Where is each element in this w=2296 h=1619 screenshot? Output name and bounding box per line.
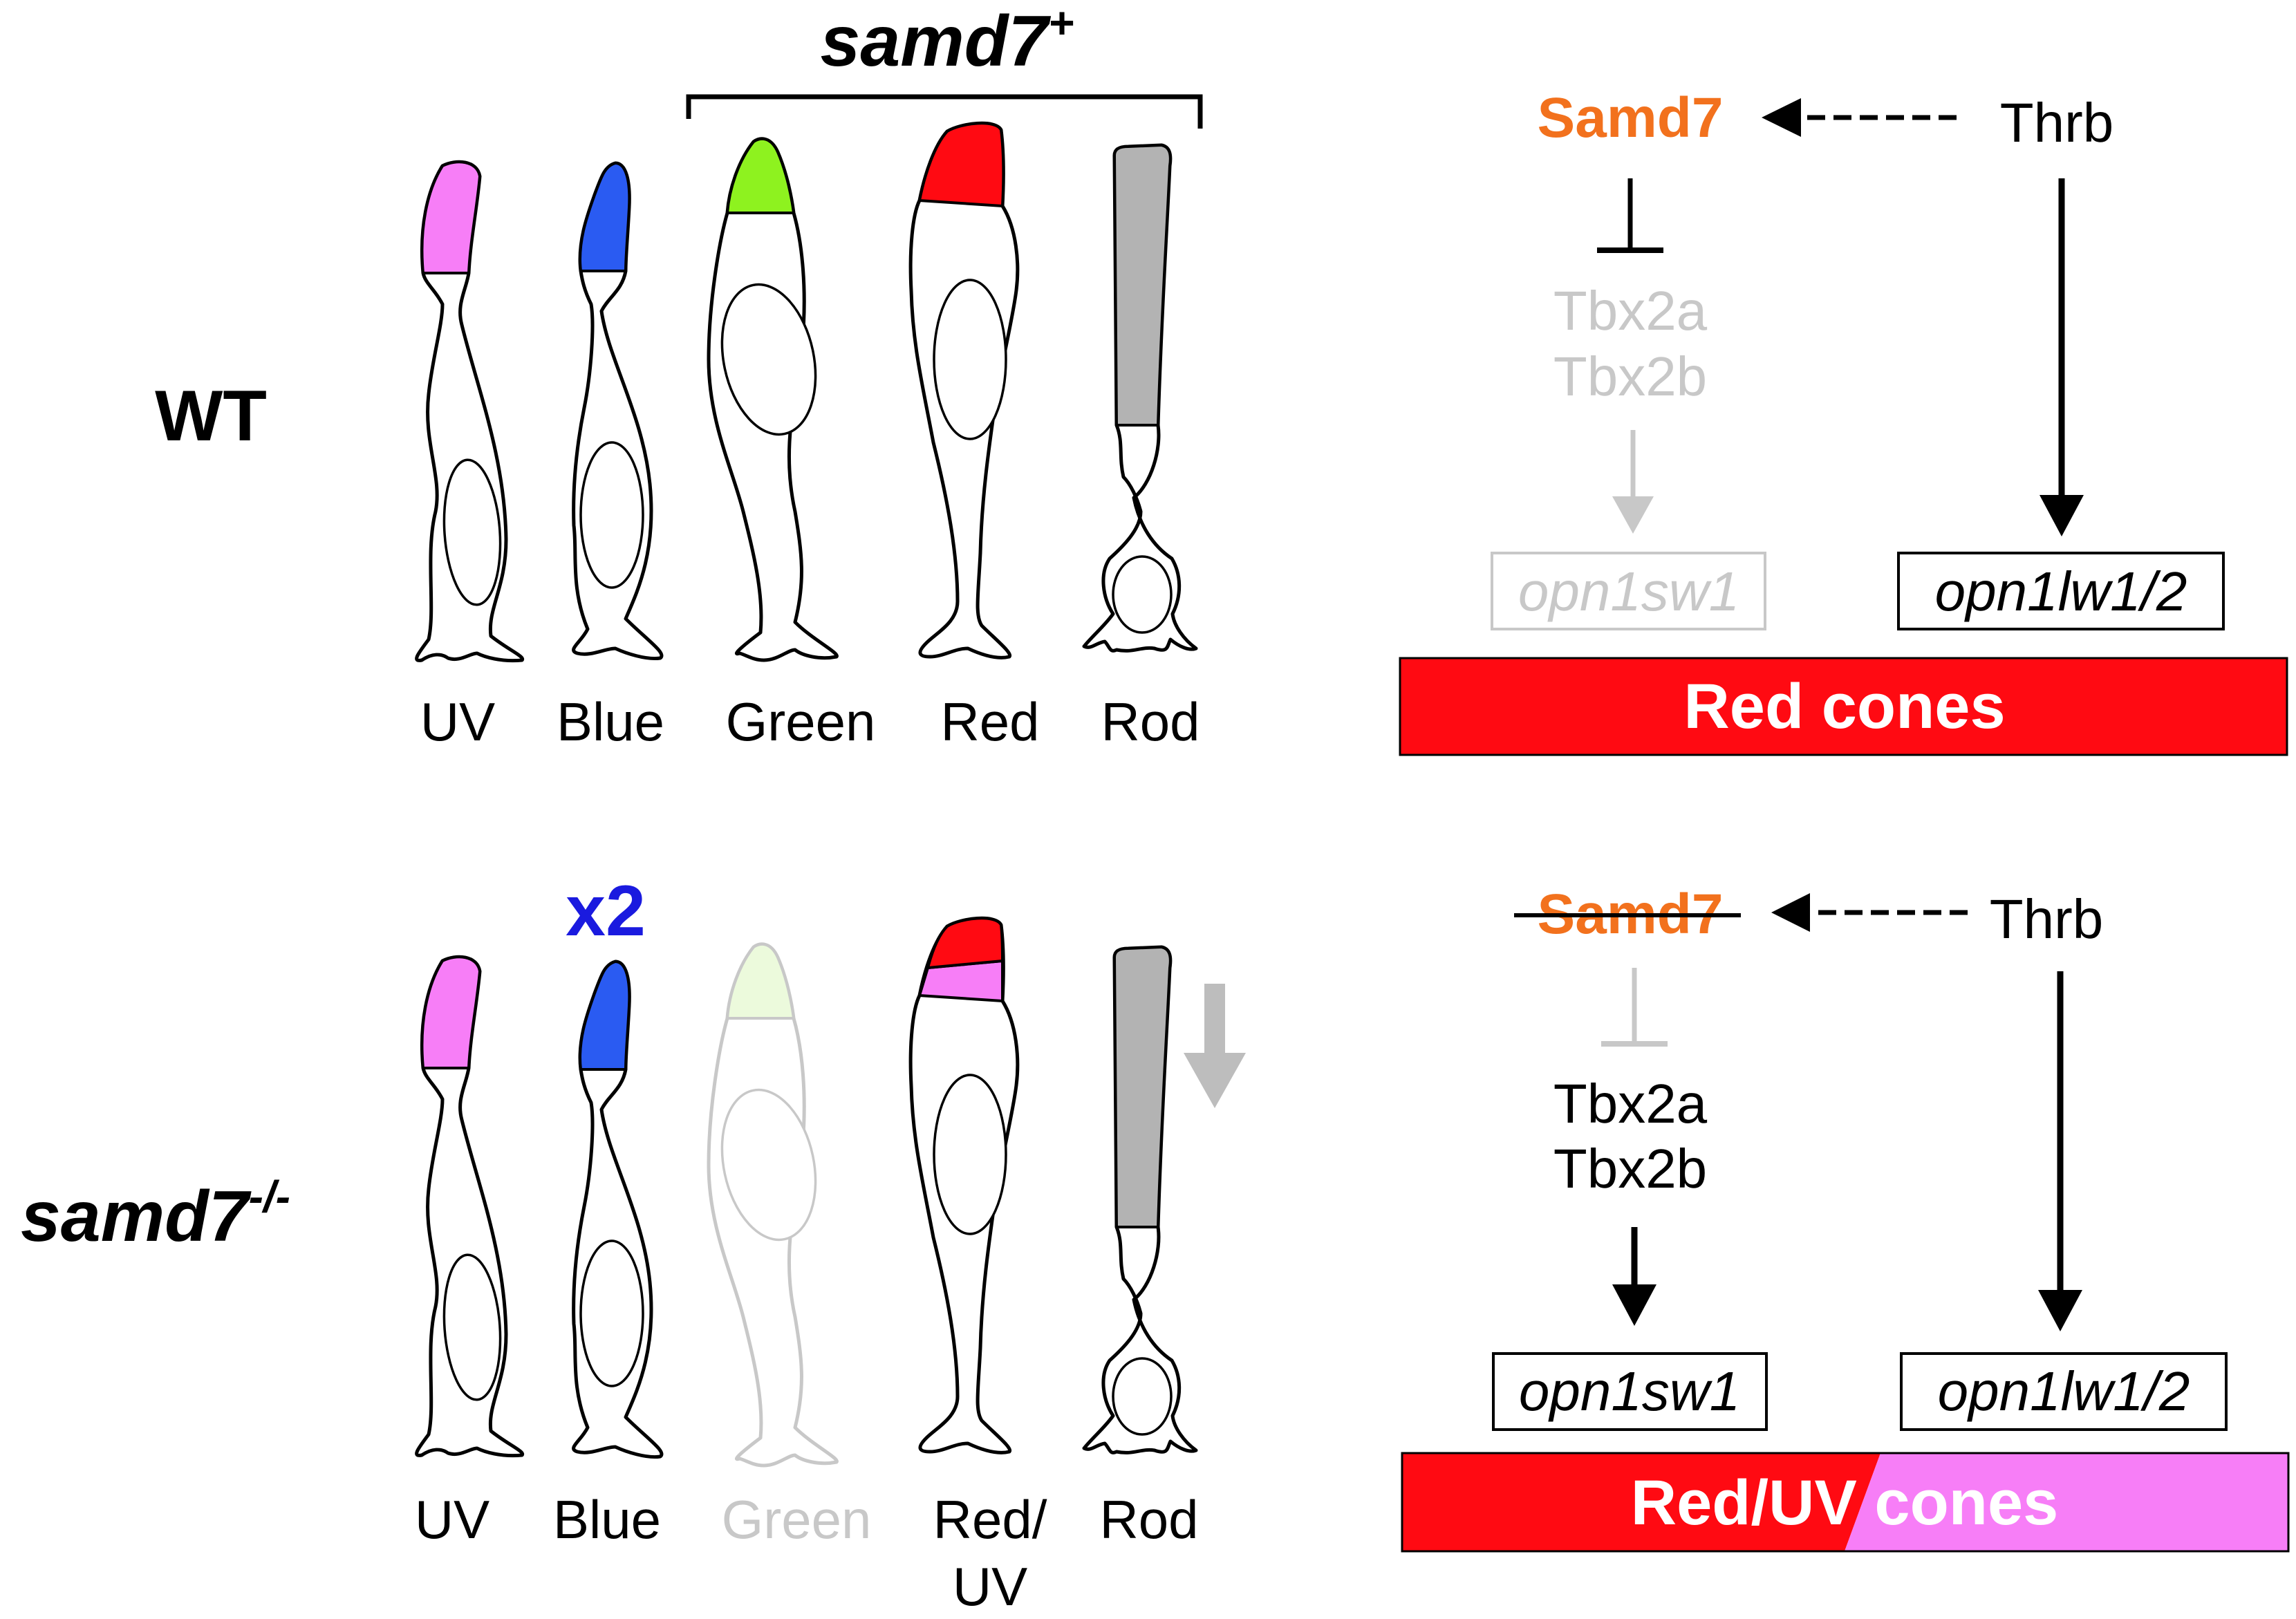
mut-tbx2a: Tbx2a: [1553, 1073, 1708, 1134]
wt-label-rod: Rod: [1101, 691, 1200, 752]
wt-red-cone: [908, 121, 1020, 659]
wt-red-cones-bar: [1399, 657, 2288, 756]
wt-blue-cone: [572, 161, 664, 661]
wt-rod: [1082, 143, 1198, 653]
samd7-positive-bracket: [686, 94, 1203, 129]
wt-label-uv: UV: [420, 691, 495, 752]
mut-opn1lw: opn1lw1/2: [1938, 1360, 2190, 1422]
wt-result-label: Red cones: [1683, 671, 2005, 742]
wt-opn1sw1: opn1sw1: [1518, 561, 1739, 622]
rod-decrease-arrow: [1184, 984, 1246, 1108]
row-label-wt: WT: [155, 376, 267, 456]
mut-label-rod: Rod: [1099, 1489, 1198, 1550]
wt-green-cone: [707, 137, 839, 662]
row-label-mutant: samd7-/-: [21, 1172, 290, 1257]
wt-samd7: Samd7: [1538, 86, 1724, 149]
mut-uv-portion: [1845, 1453, 2288, 1551]
wt-tbx2b: Tbx2b: [1553, 346, 1707, 407]
wt-label-red: Red: [940, 691, 1039, 752]
blue-x2-label: x2: [566, 871, 646, 951]
mut-blue-cone: [572, 960, 664, 1459]
mutant-pathway: Samd7 Thrb Tbx2a Tbx2b opn1sw1 opn1lw1/2…: [1401, 883, 2290, 1553]
wt-label-green: Green: [726, 691, 876, 752]
mut-tbx2b: Tbx2b: [1553, 1138, 1707, 1199]
mut-opn1sw1: opn1sw1: [1519, 1360, 1740, 1422]
mut-result-label: Red/UV cones: [1631, 1468, 2059, 1538]
mut-uv-cone: [415, 955, 525, 1458]
mut-rod: [1082, 945, 1198, 1454]
samd7-positive-label: samd7+: [821, 0, 1074, 82]
mut-label-green: Green: [722, 1489, 872, 1550]
wt-pathway: Samd7 Thrb Tbx2a Tbx2b opn1sw1 opn1lw1/2…: [1399, 86, 2288, 756]
mut-label-blue: Blue: [553, 1489, 661, 1550]
mut-label-red-uv-1: Red/: [933, 1489, 1047, 1550]
mut-red-portion: [1402, 1453, 1880, 1551]
mut-label-red-uv-2: UV: [953, 1556, 1027, 1617]
mut-red-uv-cone: [908, 916, 1020, 1454]
wt-thrb: Thrb: [2000, 92, 2114, 153]
wt-tbx2a: Tbx2a: [1553, 280, 1708, 341]
mut-green-cone-faded: [707, 942, 839, 1468]
wt-label-blue: Blue: [557, 691, 664, 752]
wt-opn1lw: opn1lw1/2: [1935, 561, 2187, 622]
mut-label-uv: UV: [415, 1489, 489, 1550]
mut-thrb: Thrb: [1990, 888, 2104, 950]
wt-uv-cone: [415, 160, 525, 663]
